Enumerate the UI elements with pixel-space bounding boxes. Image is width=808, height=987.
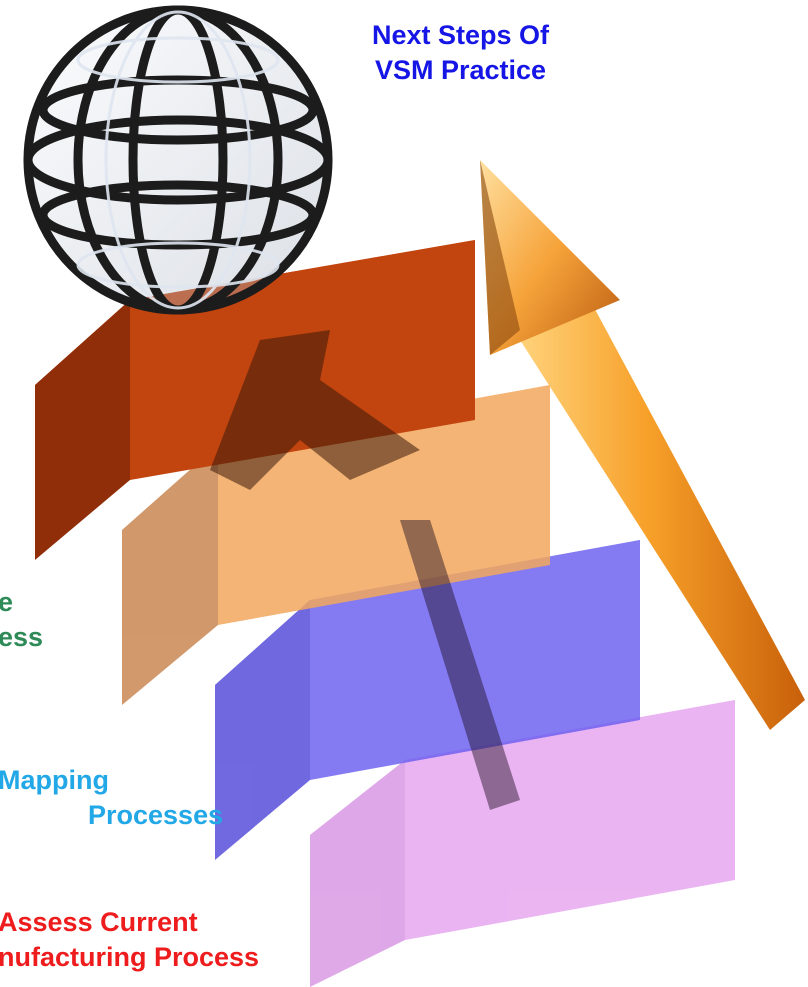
arrow-icon — [480, 160, 805, 730]
step-label-3-line-2: ess — [0, 621, 44, 652]
step-label-2-line-1: Mapping — [0, 765, 109, 795]
step-label-1: Assess Current nufacturing Process — [0, 905, 259, 974]
chart-title: Next Steps Of VSM Practice — [372, 18, 549, 87]
step-label-3-line-1: e — [0, 587, 14, 617]
step-block-1 — [310, 700, 735, 987]
step-label-3: e ess — [0, 585, 43, 654]
step-label-1-line-1: Assess Current — [0, 907, 198, 937]
globe-icon — [23, 5, 333, 315]
step-label-2: Mapping Processes — [0, 763, 223, 832]
step-label-1-line-2: nufacturing Process — [0, 941, 260, 972]
title-line-1: Next Steps Of — [372, 20, 550, 50]
step-block-2 — [215, 540, 640, 860]
title-line-2: VSM Practice — [374, 54, 547, 85]
shadow-streak — [400, 520, 520, 810]
step-label-2-line-2: Processes — [88, 799, 224, 830]
